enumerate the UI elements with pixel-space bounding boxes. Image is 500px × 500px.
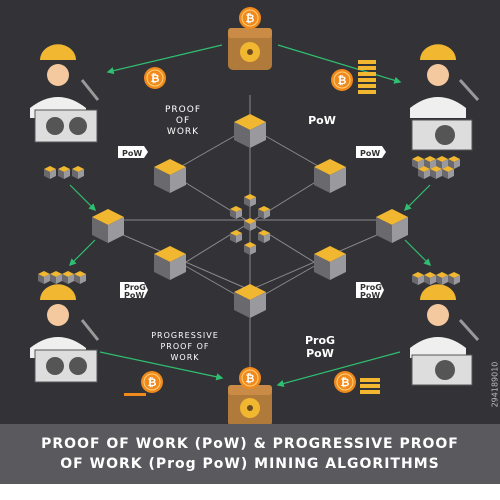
block-top — [234, 114, 266, 148]
coin-stack-bottom-right — [360, 378, 380, 394]
prog-pow-heading: ProG PoW — [305, 334, 335, 360]
mini-blocks-top-right — [412, 156, 460, 179]
flag-label: PoW — [122, 149, 142, 158]
block-center — [230, 194, 270, 255]
svg-text:ProG: ProG — [305, 334, 335, 347]
flag-label-line1: ProG — [124, 283, 146, 292]
flag-label: PoW — [360, 149, 380, 158]
svg-text:WORK: WORK — [170, 353, 199, 362]
coin-symbol: ₿ — [341, 376, 350, 389]
flag-label-line2: PoW — [124, 291, 144, 300]
pow-flag-right: PoW — [356, 146, 386, 158]
miner-top-left — [30, 44, 100, 143]
mini-blocks-bottom-right — [412, 272, 460, 285]
block-upper-left — [154, 159, 186, 193]
stock-id: 294189010 — [490, 361, 500, 408]
flag-label-line1: ProG — [360, 283, 382, 292]
block-left — [92, 209, 124, 243]
svg-text:PROOF: PROOF — [165, 105, 201, 115]
wallet-bottom: ₿ — [228, 366, 272, 427]
coin-stack-top-right — [358, 60, 376, 94]
svg-text:PROGRESSIVE: PROGRESSIVE — [151, 331, 219, 340]
svg-text:PROOF OF: PROOF OF — [160, 342, 209, 351]
coin-symbol: ₿ — [246, 372, 255, 385]
block-right — [376, 209, 408, 243]
wallet-top: ₿ — [228, 6, 272, 70]
pow-flag-left: PoW — [118, 146, 148, 158]
prog-pow-flag-right: ProG PoW — [356, 282, 384, 300]
stock-strip — [0, 484, 500, 500]
caption-line-1: PROOF OF WORK (PoW) & PROGRESSIVE PROOF — [41, 436, 459, 452]
svg-text:WORK: WORK — [167, 127, 199, 137]
progressive-proof-of-work-label: PROGRESSIVE PROOF OF WORK — [151, 331, 219, 362]
coin-symbol: ₿ — [338, 74, 347, 87]
svg-text:PoW: PoW — [306, 347, 334, 360]
caption-banner: PROOF OF WORK (PoW) & PROGRESSIVE PROOF … — [0, 424, 500, 484]
block-lower-right — [314, 246, 346, 280]
coin-symbol: ₿ — [246, 12, 255, 25]
pow-heading: PoW — [308, 114, 336, 127]
flow-arrows — [68, 44, 432, 387]
svg-text:OF: OF — [176, 116, 190, 126]
mini-blocks-bottom-left — [38, 271, 86, 284]
coin-symbol: ₿ — [151, 72, 160, 85]
block-bottom — [234, 284, 266, 318]
miner-bottom-left — [30, 284, 100, 383]
proof-of-work-label: PROOF OF WORK — [165, 105, 201, 137]
flag-label-line2: PoW — [360, 291, 380, 300]
mini-blocks-top-left — [44, 166, 84, 179]
coin-symbol: ₿ — [148, 376, 157, 389]
block-upper-right — [314, 159, 346, 193]
coin-bar-bottom-left — [124, 393, 146, 396]
miner-bottom-right — [410, 284, 480, 386]
caption-line-2: OF WORK (Prog PoW) MINING ALGORITHMS — [60, 456, 440, 472]
block-lower-left — [154, 246, 186, 280]
prog-pow-flag-left: ProG PoW — [120, 282, 148, 300]
miner-top-right — [410, 44, 480, 151]
